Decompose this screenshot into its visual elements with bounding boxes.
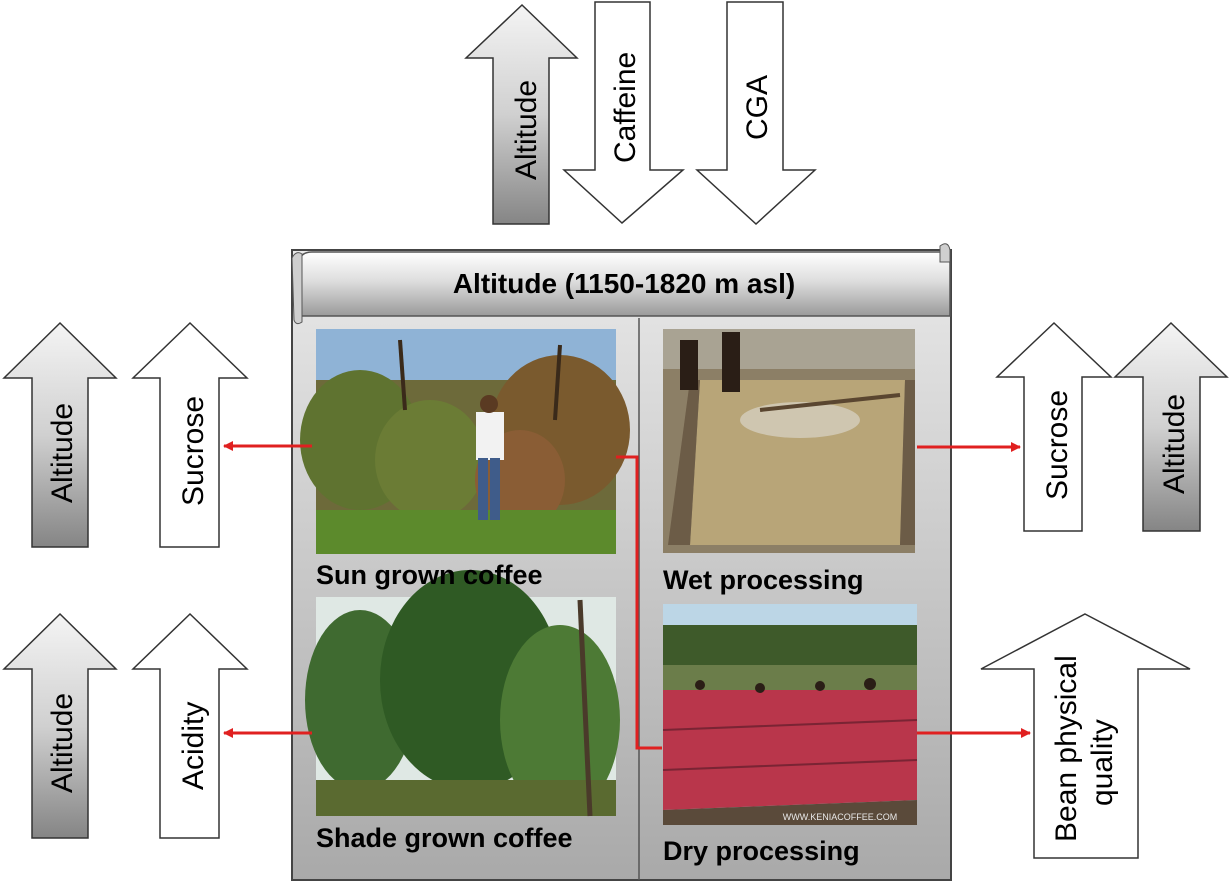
connector-sun-to-dry [616,455,662,750]
left-lower-acidity-label: Acidity [177,702,210,790]
panel-title: Altitude (1150-1820 m asl) [452,268,796,299]
top-altitude-arrow [464,3,579,225]
right-upper-altitude-label: Altitude [1158,394,1191,494]
left-upper-sucrose-label: Sucrose [177,396,210,506]
wet-processing-caption: Wet processing [663,565,864,595]
left-upper-altitude-label: Altitude [46,403,79,503]
dry-processing-photo: WWW.KENIACOFFEE.COM [662,604,918,825]
left-lower-altitude-arrow [2,612,118,839]
right-lower-quality-arrow [980,613,1191,859]
dry-processing-caption: Dry processing [663,836,860,866]
left-lower-altitude-label: Altitude [46,693,79,793]
sun-grown-coffee-photo [300,329,630,554]
top-caffeine-label: Caffeine [609,52,642,163]
left-upper-sucrose-arrow [131,321,249,548]
dry-watermark: WWW.KENIACOFFEE.COM [783,812,898,822]
shade-grown-coffee-photo [305,570,620,817]
shade-grown-caption: Shade grown coffee [316,823,573,853]
right-lower-quality-label-line2: quality [1086,719,1119,806]
top-cga-label: CGA [741,75,774,140]
sun-grown-caption: Sun grown coffee [316,560,543,590]
right-lower-quality-label-line1: Bean physical [1050,655,1083,842]
left-lower-acidity-arrow [131,612,249,839]
right-upper-sucrose-label: Sucrose [1041,390,1074,500]
wet-processing-photo [663,329,915,553]
top-altitude-label: Altitude [510,80,543,180]
right-upper-sucrose-arrow [995,321,1113,532]
top-cga-arrow [695,1,817,226]
top-caffeine-arrow [562,1,686,225]
left-upper-altitude-arrow [2,321,118,548]
right-upper-altitude-arrow [1113,321,1229,532]
